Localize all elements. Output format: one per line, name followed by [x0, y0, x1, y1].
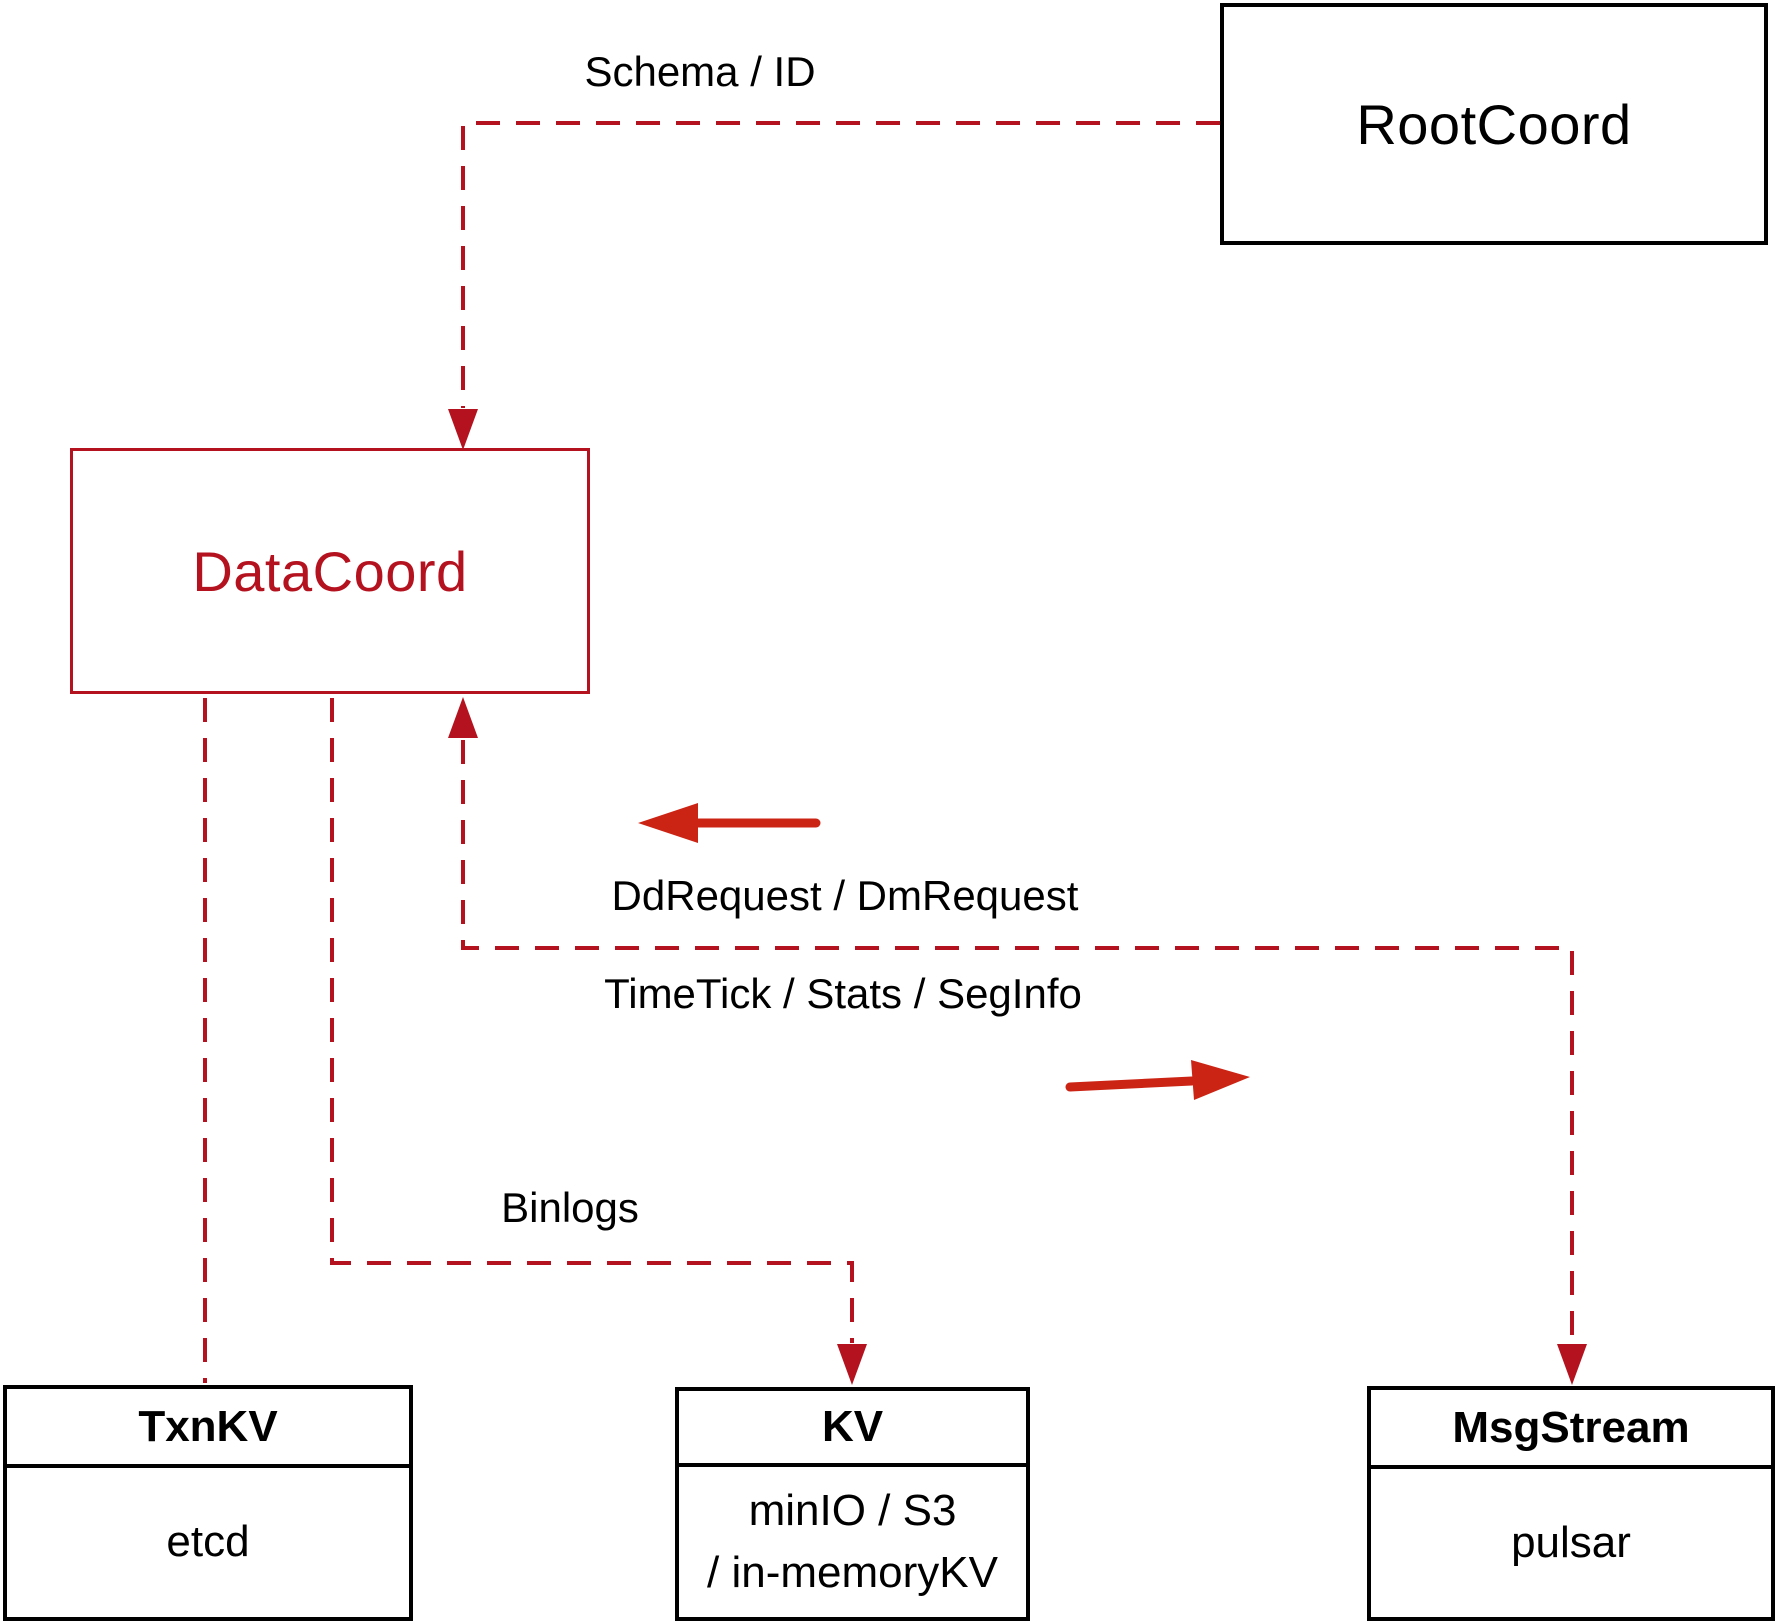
- flow-arrow-right: [1065, 1060, 1250, 1100]
- node-kv-body-line1: minIO / S3: [748, 1485, 957, 1535]
- edge-label-ddrequest-dmrequest: DdRequest / DmRequest: [611, 872, 1079, 919]
- node-kv-body: minIO / S3 / in-memoryKV: [679, 1467, 1026, 1617]
- node-msgstream-title: MsgStream: [1371, 1390, 1771, 1469]
- node-datacoord: DataCoord: [70, 448, 590, 694]
- arrowhead-schema-id-down: [448, 409, 478, 450]
- node-txnkv-title: TxnKV: [7, 1389, 409, 1468]
- arrowhead-channel-up: [448, 697, 478, 738]
- node-msgstream: MsgStream pulsar: [1367, 1386, 1775, 1621]
- node-msgstream-body: pulsar: [1511, 1517, 1631, 1567]
- edge-binlogs: [330, 698, 854, 1343]
- edge-message-channel: [461, 740, 1574, 1343]
- arrowhead-binlogs-down: [837, 1344, 867, 1385]
- edge-label-schema-id: Schema / ID: [584, 48, 816, 95]
- arrowhead-channel-down: [1557, 1344, 1587, 1385]
- node-txnkv-body: etcd: [166, 1517, 250, 1567]
- edge-label-timetick-stats-seginfo: TimeTick / Stats / SegInfo: [604, 970, 1082, 1017]
- node-kv-title: KV: [679, 1391, 1026, 1467]
- flow-arrow-left: [638, 803, 821, 843]
- edge-schema-id: [461, 121, 1220, 408]
- node-kv-body-line2: / in-memoryKV: [707, 1548, 998, 1597]
- node-kv: KV minIO / S3 / in-memoryKV: [675, 1387, 1030, 1621]
- node-datacoord-label: DataCoord: [192, 539, 468, 603]
- node-txnkv: TxnKV etcd: [3, 1385, 413, 1621]
- edge-label-binlogs: Binlogs: [501, 1184, 639, 1231]
- node-rootcoord-label: RootCoord: [1356, 92, 1632, 156]
- node-rootcoord: RootCoord: [1220, 3, 1768, 245]
